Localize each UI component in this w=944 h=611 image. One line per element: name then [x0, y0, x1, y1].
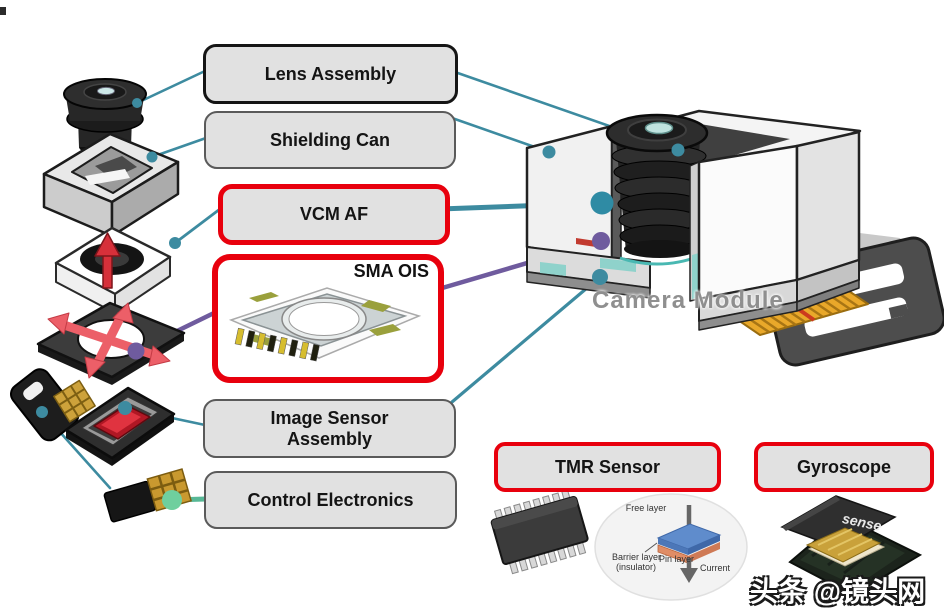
image-sensor-part — [9, 368, 176, 466]
watermark-text: 头条 @镜头网 — [750, 576, 926, 607]
camera-module-render — [525, 109, 944, 367]
label-lens-assembly-text: Lens Assembly — [264, 63, 397, 84]
flex-gold-pads — [53, 379, 96, 423]
label-gyroscope-text: Gyroscope — [796, 456, 892, 477]
label-gyroscope: Gyroscope — [754, 442, 934, 492]
gyroscope-chip-image: sense — [780, 495, 923, 597]
tmr-barrier-layer-label: Barrier layer — [612, 552, 661, 562]
shielding-can-part — [42, 132, 180, 238]
tmr-insulator-label: (insulator) — [616, 562, 656, 572]
label-control-electronics-text: Control Electronics — [247, 489, 414, 510]
camera-module-caption: Camera Module — [592, 287, 784, 314]
label-tmr-sensor: TMR Sensor — [494, 442, 721, 492]
ois-cross-arrows-icon — [47, 302, 171, 379]
label-sma-ois: SMA OIS — [212, 254, 444, 383]
lens-aperture — [97, 86, 115, 96]
corner-mark — [0, 7, 6, 15]
label-tmr-sensor-text: TMR Sensor — [554, 456, 660, 477]
tmr-pin-layer-label: Pin layer — [659, 554, 694, 564]
tmr-current-label: Current — [700, 563, 731, 573]
vcm-af-part — [54, 226, 172, 314]
tmr-layer-diagram: Free layer Barrier layer (insulator) Pin… — [594, 493, 748, 601]
label-image-sensor-line1: Image Sensor — [270, 407, 389, 428]
label-control-electronics: Control Electronics — [204, 471, 457, 529]
control-electronics-part — [103, 468, 192, 523]
label-shielding-can-text: Shielding Can — [269, 129, 390, 150]
connector-dots — [36, 98, 685, 510]
sma-ois-plate-image — [228, 287, 422, 362]
label-image-sensor-assembly: Image Sensor Assembly — [203, 399, 456, 458]
label-shielding-can: Shielding Can — [204, 111, 456, 169]
tmr-chip-image — [490, 489, 589, 575]
module-aperture — [644, 121, 674, 135]
label-lens-assembly: Lens Assembly — [203, 44, 458, 104]
ois-actuator-part — [36, 301, 186, 385]
label-vcm-af: VCM AF — [218, 184, 450, 245]
label-vcm-af-text: VCM AF — [299, 204, 369, 225]
af-up-arrow-icon — [94, 232, 121, 289]
label-image-sensor-line2: Assembly — [286, 428, 373, 449]
label-sma-ois-text: SMA OIS — [353, 261, 429, 281]
tmr-free-layer-label: Free layer — [626, 503, 667, 513]
